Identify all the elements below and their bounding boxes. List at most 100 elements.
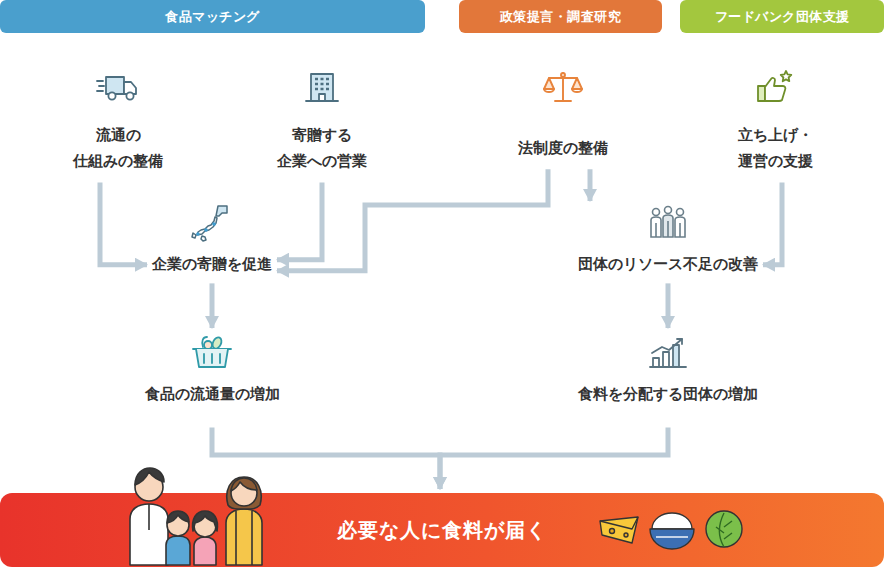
step-node: 企業の寄贈を促進 — [152, 203, 272, 277]
family-illustration-part — [148, 504, 150, 530]
people-icon-part — [656, 221, 680, 237]
step-label: 食品の流通量の増加 — [145, 382, 280, 407]
family-illustration-part — [236, 511, 252, 565]
basket-icon-part — [196, 349, 228, 367]
category-band: フードバンク団体支援 — [680, 0, 884, 33]
people-icon-part — [677, 209, 684, 216]
building-icon-part — [315, 79, 329, 89]
connector-arrow — [666, 283, 671, 328]
people-icon — [646, 203, 690, 243]
step-node: 団体のリソース不足の改善 — [578, 203, 758, 277]
family-illustration-part — [135, 468, 164, 485]
connector-arrow — [210, 283, 215, 328]
chart-icon — [646, 333, 690, 373]
building-icon — [300, 68, 344, 108]
food-illustration-part — [600, 517, 638, 529]
thumb-icon — [753, 68, 797, 108]
japan-icon-part — [196, 232, 200, 236]
step-label: 企業の寄贈を促進 — [152, 252, 272, 277]
food-illustration-part — [600, 517, 638, 543]
basket-icon-part — [211, 336, 223, 350]
category-label: フードバンク団体支援 — [715, 8, 850, 26]
family-illustration-part — [193, 511, 218, 531]
building-icon-part — [311, 74, 333, 101]
chart-icon-part — [677, 339, 682, 344]
step-node: 法制度の整備 — [518, 68, 608, 161]
family-illustration-part — [227, 477, 261, 509]
food-illustration-part — [652, 513, 692, 529]
chart-icon-part — [653, 358, 659, 367]
step-label: 団体のリソース不足の改善 — [578, 252, 758, 277]
icon — [646, 333, 690, 373]
chart-icon-part — [673, 345, 679, 367]
japan-icon-part — [212, 222, 216, 226]
connector-arrow — [440, 427, 668, 489]
thumb-icon-part — [758, 71, 791, 101]
step-node: 流通の 仕組みの整備 — [61, 68, 175, 175]
step-label: 立ち上げ・ 運営の支援 — [718, 122, 832, 175]
basket-icon — [190, 333, 234, 373]
icon — [646, 203, 690, 243]
icon — [96, 68, 140, 108]
scale-icon-part — [544, 73, 582, 101]
japan-icon-part — [192, 206, 227, 241]
food-illustration-part — [600, 511, 742, 549]
japan-icon-part — [216, 206, 227, 216]
family-illustration-part — [231, 478, 257, 491]
thumb-icon-part — [758, 86, 765, 101]
connector-arrow — [588, 169, 593, 201]
step-node: 立ち上げ・ 運営の支援 — [718, 68, 832, 175]
scale-icon — [541, 68, 585, 108]
category-band: 食品マッチング — [0, 0, 425, 33]
family-illustration — [122, 453, 272, 567]
people-icon-part — [665, 207, 672, 214]
connector-arrow — [763, 183, 782, 265]
icon — [753, 68, 797, 108]
people-icon-part — [651, 207, 685, 238]
food-illustration-part — [650, 529, 694, 549]
food-illustration-part — [716, 513, 732, 547]
food-illustration — [596, 507, 746, 553]
category-band: 政策提言・調査研究 — [459, 0, 662, 33]
chart-icon-part — [652, 339, 682, 353]
icon — [541, 68, 585, 108]
chart-icon-part — [663, 352, 669, 367]
japan-icon-part — [197, 217, 217, 235]
family-illustration-part — [194, 537, 216, 565]
step-node: 寄贈する 企業への営業 — [265, 68, 379, 175]
step-label: 食料を分配する団体の増加 — [578, 382, 758, 407]
truck-icon-part — [126, 92, 133, 99]
food-illustration-part — [706, 511, 742, 547]
truck-icon-part — [108, 92, 115, 99]
icon — [190, 203, 234, 243]
scale-icon-part — [544, 89, 582, 92]
step-label: 流通の 仕組みの整備 — [61, 122, 175, 175]
basket-icon-part — [204, 354, 220, 363]
family-illustration-part — [166, 536, 190, 565]
category-label: 政策提言・調査研究 — [500, 8, 622, 26]
step-label: 寄贈する 企業への営業 — [265, 122, 379, 175]
step-node: 食料を分配する団体の増加 — [578, 333, 758, 407]
japan-icon-part — [204, 228, 208, 232]
family-illustration-part — [226, 509, 262, 565]
family-illustration-part — [130, 468, 262, 565]
japan-icon-part — [192, 233, 206, 241]
building-icon-part — [319, 94, 325, 101]
thumb-icon-part — [781, 71, 792, 81]
basket-icon-part — [193, 336, 231, 367]
people-icon-part — [653, 209, 660, 216]
truck-icon — [96, 68, 140, 108]
connector-arrow — [100, 183, 147, 265]
icon — [190, 333, 234, 373]
truck-icon-part — [97, 81, 104, 91]
goal-label: 必要な人に食料が届く — [337, 517, 547, 544]
icon — [300, 68, 344, 108]
chart-icon-part — [650, 339, 686, 367]
connector-arrow — [277, 183, 322, 260]
goal-band: 必要な人に食料が届く — [0, 493, 884, 567]
family-illustration-part — [130, 504, 168, 565]
food-illustration-part — [624, 533, 628, 537]
japan-icon — [190, 203, 234, 243]
category-label: 食品マッチング — [165, 8, 260, 26]
basket-icon-part — [204, 341, 212, 349]
